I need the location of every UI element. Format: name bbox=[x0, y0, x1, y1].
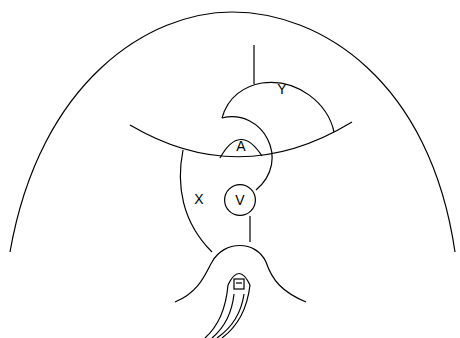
tube-marker-line bbox=[236, 282, 242, 283]
circle-region: V bbox=[224, 184, 256, 216]
region-letter: Y bbox=[277, 82, 286, 96]
circle-outline-shape bbox=[225, 185, 256, 216]
region-letter: X bbox=[194, 192, 203, 206]
x-region-right bbox=[249, 216, 250, 242]
horizontal-boundary bbox=[130, 122, 352, 157]
region-label-box: A bbox=[233, 137, 248, 155]
loop-outline bbox=[222, 117, 272, 190]
y-region-outline bbox=[222, 82, 334, 132]
region-letter: V bbox=[235, 193, 244, 207]
outer-contour bbox=[10, 12, 455, 252]
tube-inner-right bbox=[217, 294, 244, 338]
a-region-outline bbox=[220, 139, 262, 158]
lower-structure bbox=[175, 246, 306, 303]
x-region-outline bbox=[180, 150, 212, 252]
tube-inner-left bbox=[212, 294, 234, 338]
tube-outer-left bbox=[205, 285, 228, 338]
tube-marker bbox=[234, 279, 244, 289]
vertical-line bbox=[253, 45, 254, 84]
region-letter: A bbox=[236, 139, 245, 153]
region-label-box: Y bbox=[274, 80, 289, 98]
region-label-box: XV bbox=[191, 183, 206, 215]
